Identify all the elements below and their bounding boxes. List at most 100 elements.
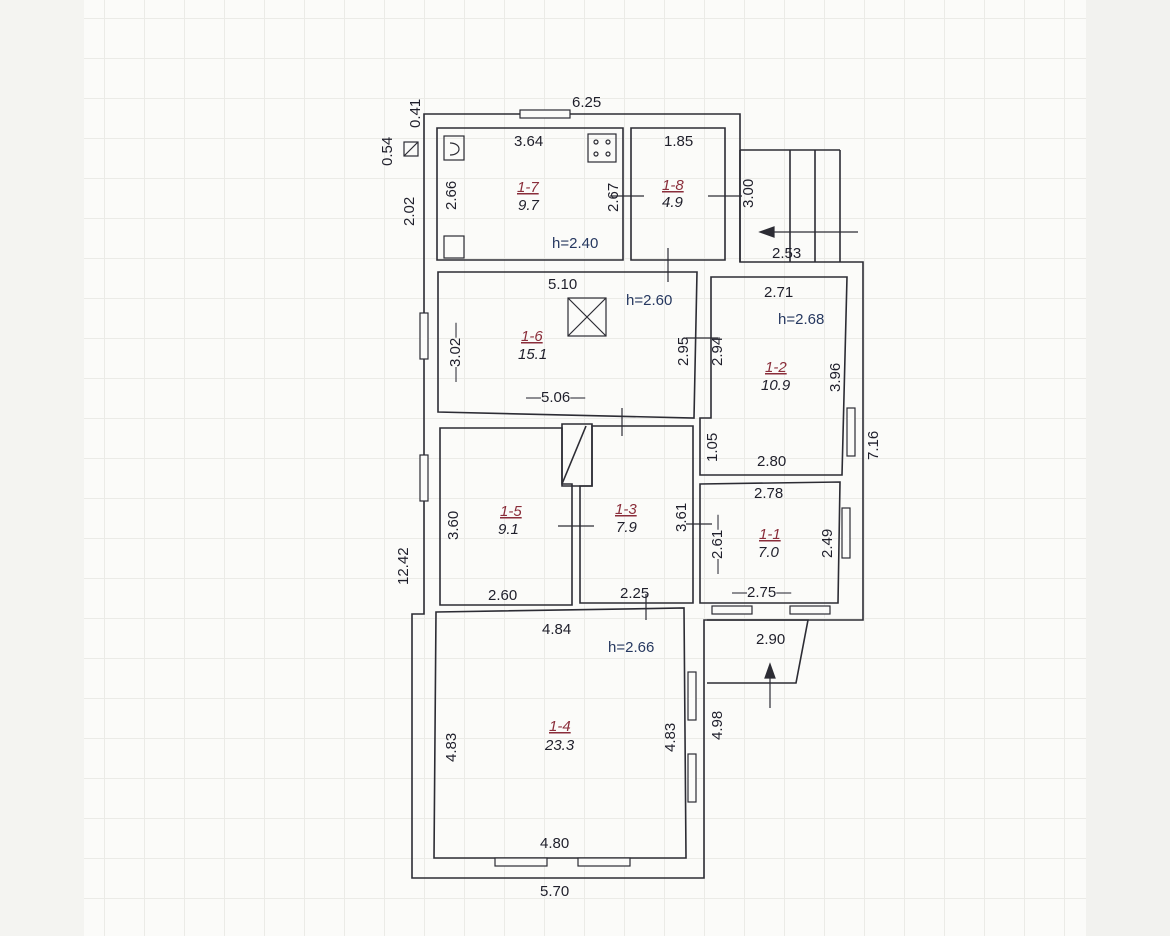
dim-top: 2.78 xyxy=(754,485,783,502)
room-number: 1-7 xyxy=(517,179,539,196)
sink-icon xyxy=(443,135,465,161)
overall-dimensions: 6.25 5.70 12.42 7.16 4.98 0.54 0.41 2.02… xyxy=(379,94,882,900)
room-number: 1-5 xyxy=(500,503,522,520)
dim-right: 2.67 xyxy=(605,183,622,212)
dim-right-height: 7.16 xyxy=(865,431,882,460)
boiler-icon xyxy=(443,235,465,259)
room-number: 1-1 xyxy=(759,526,781,543)
door-ticks xyxy=(558,195,742,620)
dim-top: 3.64 xyxy=(514,133,543,150)
dim-left-lower: 1.05 xyxy=(704,433,721,462)
entrance-porch-top xyxy=(739,149,841,262)
dim-top: 1.85 xyxy=(664,133,693,150)
chimney-icon xyxy=(567,297,607,337)
window-1-4-bottom-b xyxy=(577,857,631,867)
meter-diagonal xyxy=(403,141,419,157)
dim-bottom-width: 5.70 xyxy=(540,883,569,900)
arrow-top-head xyxy=(758,226,775,238)
chimney-cross xyxy=(567,297,607,337)
dim-top-width: 6.25 xyxy=(572,94,601,111)
arrow-bottom-head xyxy=(764,662,776,679)
room-1-2-outline xyxy=(699,276,848,476)
dim-right: 4.83 xyxy=(662,723,679,752)
entrance-arrows xyxy=(758,226,858,708)
window-entrance-2 xyxy=(789,605,831,615)
room-1-1-outline xyxy=(699,481,841,604)
room-area: 7.0 xyxy=(758,544,780,561)
dim-left: 3.60 xyxy=(445,511,462,540)
room-1-2: 1-2 10.9 h=2.68 2.71 2.80 2.94 1.05 3.96 xyxy=(704,284,844,470)
room-area: 15.1 xyxy=(518,346,547,363)
dim-top: 2.71 xyxy=(764,284,793,301)
room-area: 10.9 xyxy=(761,377,791,394)
stove-burner-2 xyxy=(605,139,611,145)
room-1-7-outline xyxy=(436,127,624,261)
room-number: 1-3 xyxy=(615,501,637,518)
dim-right: 3.96 xyxy=(827,363,844,392)
room-1-5: 1-5 9.1 3.60 2.60 xyxy=(445,503,522,604)
room-1-8-outline xyxy=(630,127,726,261)
room-area: 9.7 xyxy=(518,197,540,214)
dim-right: 3.00 xyxy=(740,179,757,208)
window-1-1-right xyxy=(841,507,851,559)
dim-left: 2.66 xyxy=(443,181,460,210)
stove-icon xyxy=(587,133,617,163)
room-area: 7.9 xyxy=(616,519,638,536)
dim-upper-right-height: 4.98 xyxy=(709,711,726,740)
room-1-1: 1-1 7.0 2.78 —2.75— —2.61— 2.49 xyxy=(709,485,836,601)
window-1-2-right xyxy=(846,407,856,457)
room-number: 1-6 xyxy=(521,328,543,345)
window-1-5-left xyxy=(419,454,429,502)
walls xyxy=(411,113,864,879)
room-area: 4.9 xyxy=(662,194,684,211)
dim-entrance-bottom: 2.90 xyxy=(756,631,785,648)
fixtures xyxy=(403,133,617,337)
room-1-4-outline xyxy=(433,607,687,859)
room-1-3: 1-3 7.9 3.61 2.25 xyxy=(615,501,690,602)
dim-left-height: 12.42 xyxy=(395,547,412,585)
page-margin-left xyxy=(0,0,84,936)
room-height: h=2.40 xyxy=(552,235,598,252)
dim-entrance-top: 2.53 xyxy=(772,245,801,262)
sink-basin xyxy=(449,142,460,156)
dim-bottom: —5.06— xyxy=(526,389,585,406)
dim-left: 4.83 xyxy=(443,733,460,762)
dim-upper-left: 2.02 xyxy=(401,197,418,226)
paper-sheet xyxy=(84,0,1086,936)
dim-left: —3.02— xyxy=(447,323,464,382)
dim-left: —2.61— xyxy=(709,515,726,574)
room-1-6: 1-6 15.1 h=2.60 5.10 —5.06— —3.02— 2.95 xyxy=(447,276,692,406)
dim-left: 2.94 xyxy=(709,337,726,366)
meter-icon xyxy=(403,141,419,157)
stove-burner-4 xyxy=(605,151,611,157)
dim-step-top2: 0.41 xyxy=(407,99,424,128)
entrance-porch-bottom xyxy=(707,619,809,684)
stove-burner-1 xyxy=(593,139,599,145)
dim-top: 5.10 xyxy=(548,276,577,293)
room-1-8: 1-8 4.9 1.85 3.00 xyxy=(662,133,757,211)
room-1-4: 1-4 23.3 h=2.66 4.84 4.80 4.83 4.83 xyxy=(443,621,679,852)
windows xyxy=(419,109,856,867)
room-height: h=2.66 xyxy=(608,639,654,656)
dim-bottom: 4.80 xyxy=(540,835,569,852)
dim-bottom: —2.75— xyxy=(732,584,791,601)
dim-right: 3.61 xyxy=(673,503,690,532)
window-entrance xyxy=(711,605,753,615)
stair-outline xyxy=(561,423,593,487)
dim-bottom: 2.80 xyxy=(757,453,786,470)
dim-bottom: 2.60 xyxy=(488,587,517,604)
room-area: 9.1 xyxy=(498,521,519,538)
window-1-4-right-a xyxy=(687,671,697,721)
room-number: 1-8 xyxy=(662,177,684,194)
room-number: 1-4 xyxy=(549,718,571,735)
window-1-6-left xyxy=(419,312,429,360)
window-1-4-bottom-a xyxy=(494,857,548,867)
dim-step-top: 0.54 xyxy=(379,137,396,166)
window-1-4-right-b xyxy=(687,753,697,803)
room-1-7: 1-7 9.7 h=2.40 3.64 2.66 2.67 xyxy=(443,133,622,252)
page-margin-right xyxy=(1086,0,1170,936)
room-height: h=2.60 xyxy=(626,292,672,309)
room-number: 1-2 xyxy=(765,359,787,376)
room-area: 23.3 xyxy=(544,737,575,754)
